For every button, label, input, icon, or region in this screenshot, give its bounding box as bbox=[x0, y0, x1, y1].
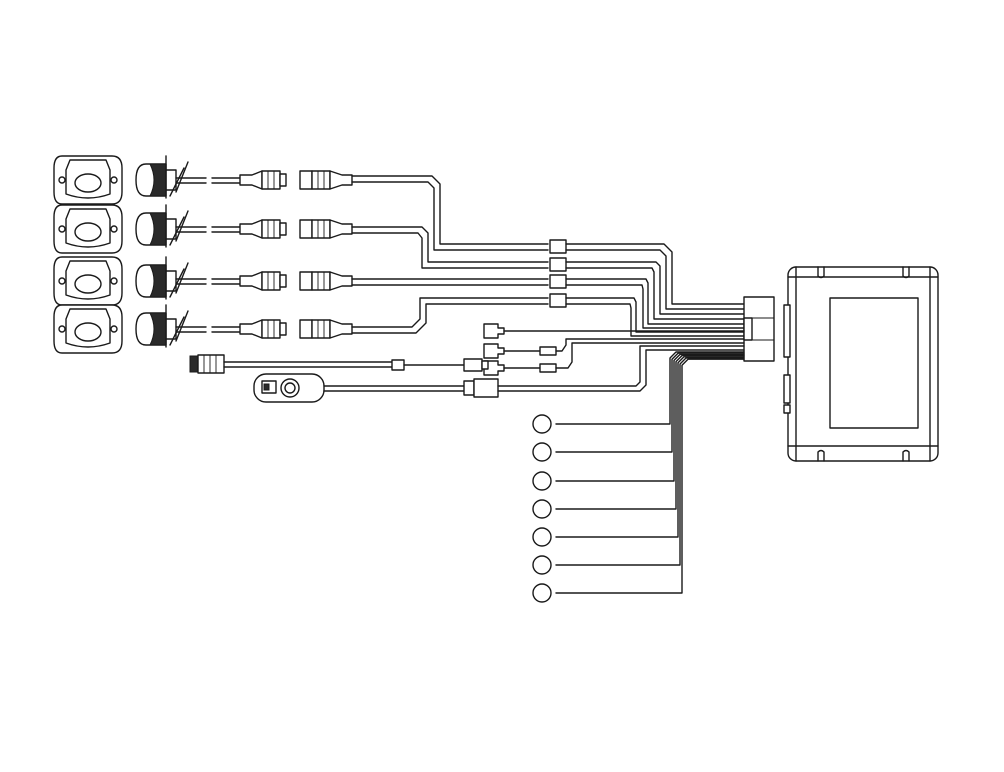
wire-2-marker bbox=[533, 443, 551, 461]
camera-3-mount bbox=[54, 257, 122, 305]
usb-adapter-cable bbox=[190, 355, 488, 373]
control-box-window bbox=[830, 298, 918, 428]
wire-4 bbox=[533, 356, 744, 518]
wire-3 bbox=[533, 354, 744, 490]
wire-6-marker bbox=[533, 556, 551, 574]
camera-1-mount bbox=[54, 156, 122, 204]
camera-mounts bbox=[54, 156, 122, 353]
wire-4-marker bbox=[533, 500, 551, 518]
wire-7-marker bbox=[533, 584, 551, 602]
camera-3-cable bbox=[176, 272, 352, 290]
camera-4-head bbox=[136, 305, 188, 347]
wire-3-marker bbox=[533, 472, 551, 490]
camera-1-cable bbox=[176, 171, 352, 189]
camera-4-cable bbox=[176, 320, 352, 338]
camera-1-head bbox=[136, 156, 188, 198]
camera-cables bbox=[176, 171, 352, 338]
camera-3-head bbox=[136, 257, 188, 299]
camera-2-cable bbox=[176, 220, 352, 238]
camera-4-mount bbox=[54, 305, 122, 353]
camera-2-mount bbox=[54, 205, 122, 253]
wire-5-marker bbox=[533, 528, 551, 546]
camera-2-head bbox=[136, 205, 188, 247]
wire-1-marker bbox=[533, 415, 551, 433]
wire-1 bbox=[533, 352, 744, 433]
wire-2 bbox=[533, 353, 744, 461]
harness-bundle bbox=[352, 176, 774, 361]
camera-heads bbox=[136, 156, 188, 347]
numbered-lead-wires bbox=[533, 352, 744, 602]
control-box bbox=[784, 267, 938, 461]
